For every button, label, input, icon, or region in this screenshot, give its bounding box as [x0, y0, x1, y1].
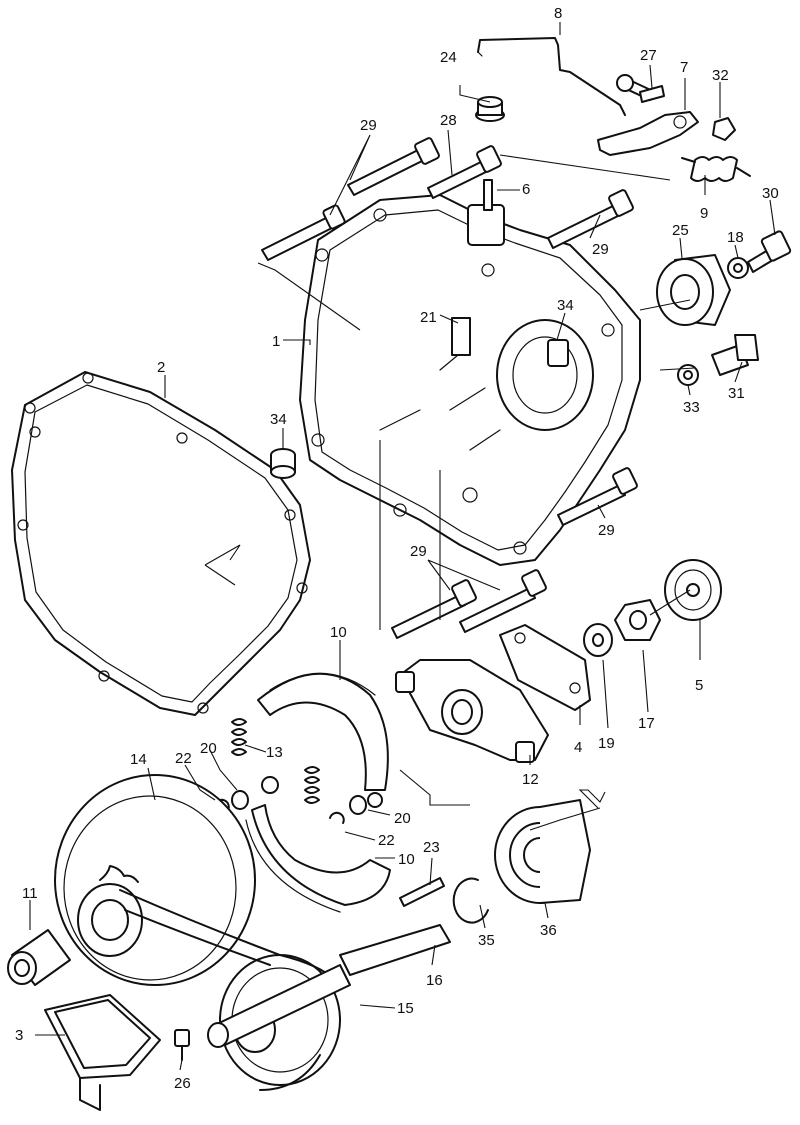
assembly-lines	[257, 154, 696, 831]
label-12: 12	[522, 771, 539, 788]
label-13: 13	[266, 744, 283, 761]
bolt-26	[174, 1029, 190, 1061]
callout-labels: 1 2 3 4 5 6 7 8 9 10 10 11 12 13 14 15 1…	[15, 5, 779, 1092]
springs-and-clips	[214, 718, 367, 824]
label-20-left: 20	[200, 740, 217, 757]
label-10-upper: 10	[330, 624, 347, 641]
label-29-right: 29	[592, 241, 609, 258]
label-29-lower-right: 29	[598, 522, 615, 539]
label-36: 36	[540, 922, 557, 939]
label-24: 24	[440, 49, 457, 66]
label-4: 4	[574, 739, 582, 756]
label-15: 15	[397, 1000, 414, 1017]
label-16: 16	[426, 972, 443, 989]
gasket	[11, 371, 311, 716]
label-21: 21	[420, 309, 437, 326]
clutch-shoe-upper	[257, 672, 389, 808]
bolts	[261, 85, 792, 639]
shaft-16	[207, 924, 451, 1048]
label-33: 33	[683, 399, 700, 416]
bearing-and-circlip	[452, 799, 591, 924]
label-29-top: 29	[360, 117, 377, 134]
clutch-carrier-12	[395, 659, 549, 763]
callout-leaders	[29, 22, 776, 1071]
label-6: 6	[522, 181, 530, 198]
label-20-right: 20	[394, 810, 411, 827]
label-1: 1	[272, 333, 280, 350]
key-23	[399, 877, 445, 907]
label-11: 11	[22, 885, 38, 902]
label-8: 8	[554, 5, 562, 22]
label-22-left: 22	[175, 750, 192, 767]
label-30: 30	[762, 185, 779, 202]
plate-and-washers	[499, 559, 722, 711]
bushing-11	[7, 929, 71, 986]
label-18: 18	[727, 229, 744, 246]
label-9: 9	[700, 205, 708, 222]
label-3: 3	[15, 1027, 23, 1044]
label-25: 25	[672, 222, 689, 239]
label-5: 5	[695, 677, 703, 694]
rod-8	[477, 37, 626, 116]
clutch-drum-14	[54, 774, 256, 986]
label-27: 27	[640, 47, 657, 64]
dowel-34	[270, 448, 296, 479]
label-28: 28	[440, 112, 457, 129]
label-10-lower: 10	[398, 851, 415, 868]
label-35: 35	[478, 932, 495, 949]
label-29-lower: 29	[410, 543, 427, 560]
label-23: 23	[423, 839, 440, 856]
label-19: 19	[598, 735, 615, 752]
label-2: 2	[157, 359, 165, 376]
label-34-left: 34	[270, 411, 287, 428]
lever-assembly	[597, 74, 751, 182]
label-26: 26	[174, 1075, 191, 1092]
label-31: 31	[728, 385, 745, 402]
label-17: 17	[638, 715, 655, 732]
guard-3	[44, 994, 161, 1111]
grommet-24	[475, 96, 505, 122]
label-7: 7	[680, 59, 688, 76]
label-34-center: 34	[557, 297, 574, 314]
oil-seal-and-washers	[656, 254, 759, 386]
label-22-right: 22	[378, 832, 395, 849]
crankcase-cover	[299, 179, 641, 566]
label-32: 32	[712, 67, 729, 84]
clutch-shoe-lower	[245, 776, 391, 913]
label-14: 14	[130, 751, 147, 768]
